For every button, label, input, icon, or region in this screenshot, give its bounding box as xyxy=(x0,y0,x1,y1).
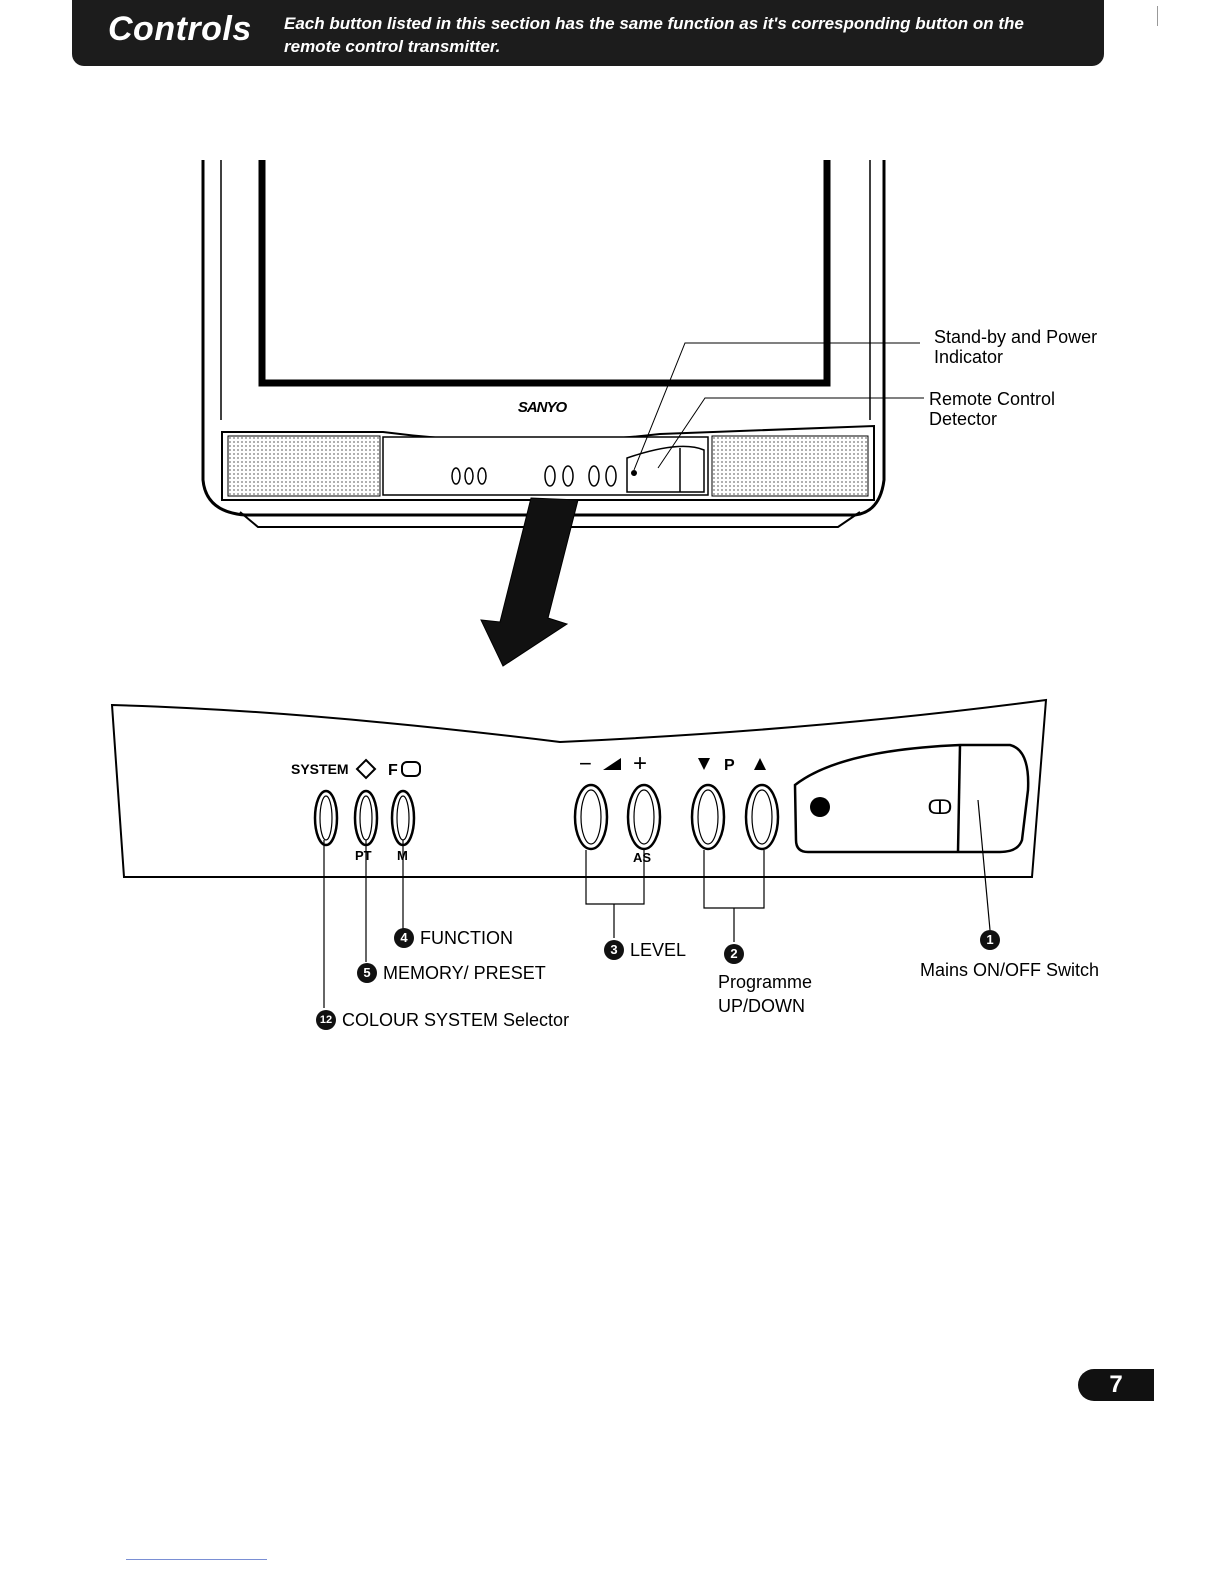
standby-led xyxy=(810,797,830,817)
mains-label: Mains ON/OFF Switch xyxy=(920,960,1100,980)
remote-detector-label: Remote Control Detector xyxy=(929,389,1056,429)
colour-system-label: COLOUR SYSTEM Selector xyxy=(342,1010,570,1030)
standby-indicator-label: Stand-by and Power Indicator xyxy=(934,327,1098,367)
level-minus-button xyxy=(573,783,609,851)
margin-mark xyxy=(1157,6,1158,26)
colour-system-callout: 12 COLOUR SYSTEM Selector xyxy=(316,1010,569,1030)
panel-outline xyxy=(110,698,1048,878)
f-label: F xyxy=(388,762,398,779)
page-number: 7 xyxy=(1078,1369,1154,1401)
brand-logo: SANYO xyxy=(518,399,568,416)
speaker-grille-right xyxy=(711,435,869,497)
callout-number: 12 xyxy=(316,1010,336,1030)
tv-front-diagram: SANYO xyxy=(201,160,924,667)
programme-label: Programme xyxy=(718,972,813,992)
header-description: Each button listed in this section has t… xyxy=(284,14,1024,56)
down-triangle-icon xyxy=(698,758,710,770)
programme-label-2: UP/DOWN xyxy=(718,996,805,1016)
memory-callout: 5 MEMORY/ PRESET xyxy=(357,963,546,983)
prog-down-button xyxy=(690,783,726,851)
remote-detector-leader xyxy=(657,397,924,469)
function-label: FUNCTION xyxy=(420,928,513,948)
memory-label: MEMORY/ PRESET xyxy=(383,963,546,983)
power-symbol-icon: ↀ xyxy=(928,797,953,819)
callout-number: 1 xyxy=(980,930,1000,950)
volume-icon xyxy=(603,758,621,770)
callout-number: 4 xyxy=(394,928,414,948)
p-label: P xyxy=(724,757,735,774)
m-button xyxy=(390,789,416,847)
plus-label: + xyxy=(633,750,647,777)
speaker-grille-left xyxy=(227,435,381,497)
tv-screen xyxy=(258,160,831,387)
power-switch-housing xyxy=(793,743,1030,854)
standby-leader xyxy=(633,342,920,471)
prog-up-button xyxy=(744,783,780,851)
minus-label: − xyxy=(579,751,592,776)
level-plus-button xyxy=(626,783,662,851)
as-label: AS xyxy=(633,850,651,865)
callout-number: 3 xyxy=(604,940,624,960)
system-label: SYSTEM xyxy=(291,761,349,777)
page-title: Controls xyxy=(108,10,252,48)
function-icon xyxy=(401,761,421,777)
section-header: Controls Each button listed in this sect… xyxy=(72,0,1104,66)
panel-buttons xyxy=(313,783,780,851)
pt-label: PT xyxy=(355,848,372,863)
level-callout: 3 LEVEL xyxy=(604,940,686,960)
level-label: LEVEL xyxy=(630,940,687,960)
up-triangle-icon xyxy=(754,758,766,770)
pt-button xyxy=(353,789,379,847)
diamond-icon xyxy=(355,758,377,780)
system-button xyxy=(313,789,339,847)
control-panel-diagram: SYSTEM F − + P PT M AS ↀ xyxy=(110,698,1048,1008)
callout-number: 5 xyxy=(357,963,377,983)
function-callout: 4 FUNCTION xyxy=(394,928,513,948)
zoom-arrow-icon xyxy=(480,497,579,667)
bottom-rule xyxy=(126,1559,267,1560)
small-buttons xyxy=(451,465,617,487)
callout-number: 2 xyxy=(724,944,744,964)
